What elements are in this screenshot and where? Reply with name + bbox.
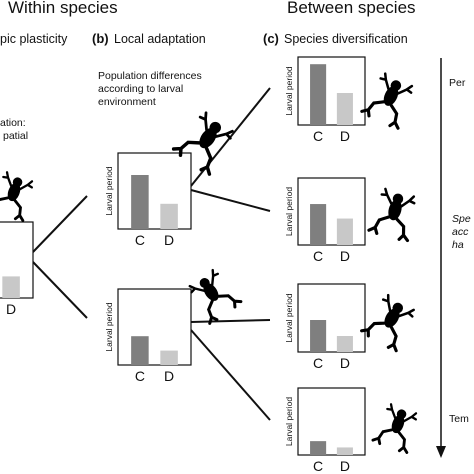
frog-icon-c2	[367, 186, 421, 244]
connector-b-bottom-to-c3	[190, 319, 271, 323]
bar-chart-c4: C D Larval period	[284, 387, 366, 474]
tick-label-c: C	[313, 248, 323, 264]
tick-label-c: C	[135, 368, 145, 384]
bar-c	[131, 336, 149, 365]
y-axis-label: Larval period	[104, 166, 114, 215]
chart-frame	[117, 288, 192, 366]
y-axis-label: Larval period	[284, 66, 294, 115]
bar-chart-b-top: C D Larval period	[104, 152, 192, 248]
tick-label-c: C	[313, 128, 323, 144]
bar-chart-c3: C D Larval period	[284, 283, 366, 371]
frog-icon-c4	[371, 401, 422, 455]
left-note-fragment-1: ation:	[0, 117, 26, 129]
tick-label-c: C	[135, 232, 145, 248]
connector-a-to-b-top	[32, 195, 88, 253]
y-axis-label: Larval period	[284, 187, 294, 236]
time-arrow	[436, 58, 446, 458]
bar-d	[2, 276, 20, 298]
chart-frame	[297, 177, 366, 246]
panel-c-letter: (c)	[263, 31, 279, 46]
connector-a-to-b-bottom	[32, 261, 88, 319]
panel-c-title: Species diversification	[284, 32, 408, 46]
panel-a-title-fragment: pic plasticity	[0, 32, 68, 46]
population-note-line-3: environment	[98, 96, 156, 108]
connector-lines	[32, 87, 271, 421]
tick-label-d: D	[340, 355, 350, 371]
chart-frame	[297, 56, 366, 126]
connector-b-top-to-c2	[190, 189, 271, 212]
between-species-header: Between species	[287, 0, 416, 17]
frog-icon-b-bottom	[184, 265, 243, 326]
bar-chart-a-partial: CD	[0, 221, 34, 317]
bar-c	[131, 175, 149, 229]
tick-label-d: D	[164, 368, 174, 384]
right-label-mid-fragment-2: acc	[452, 226, 469, 238]
bar-d	[336, 93, 353, 125]
bar-d	[336, 447, 353, 455]
right-label-mid-fragment-3: ha	[452, 239, 464, 251]
bar-c	[310, 441, 327, 455]
left-note-fragment-2: patial	[3, 130, 29, 142]
y-axis-label: Larval period	[284, 397, 294, 446]
bar-chart-c2: C D Larval period	[284, 177, 366, 264]
tick-label-d: D	[6, 301, 16, 317]
chart-frame	[297, 387, 366, 456]
right-label-bottom-fragment: Tem	[449, 413, 469, 425]
chart-frame	[117, 152, 192, 230]
y-axis-label: Larval period	[104, 302, 114, 351]
panel-b-title: Local adaptation	[114, 32, 206, 46]
right-label-mid-fragment-1: Spe	[452, 213, 471, 225]
bar-chart-c1: C D Larval period	[284, 56, 366, 144]
bar-c	[310, 320, 327, 352]
frog-icon-c3	[359, 290, 420, 354]
bar-d	[336, 336, 353, 352]
y-axis-label: Larval period	[284, 293, 294, 342]
population-note-line-2: according to larval	[98, 83, 184, 95]
tick-label-d: D	[164, 232, 174, 248]
connector-b-bottom-to-c4	[190, 329, 271, 421]
tick-label-d: D	[340, 458, 350, 474]
population-note-line-1: Population differences	[98, 70, 202, 82]
bar-c	[310, 64, 327, 125]
bar-d	[336, 218, 353, 245]
frog-icon-c1	[359, 69, 419, 131]
right-label-top-fragment: Per	[449, 77, 466, 89]
chart-frame	[297, 283, 366, 353]
tick-label-d: D	[340, 248, 350, 264]
frog-icon-a	[0, 169, 38, 223]
within-species-header: Within species	[8, 0, 118, 17]
tick-label-d: D	[340, 128, 350, 144]
tick-label-c: C	[313, 355, 323, 371]
bar-d	[160, 203, 178, 229]
tick-label-c: C	[313, 458, 323, 474]
panel-b-letter: (b)	[92, 31, 109, 46]
bar-chart-b-bottom: C D Larval period	[104, 288, 192, 384]
bar-c	[310, 204, 327, 245]
bar-d	[160, 350, 178, 365]
